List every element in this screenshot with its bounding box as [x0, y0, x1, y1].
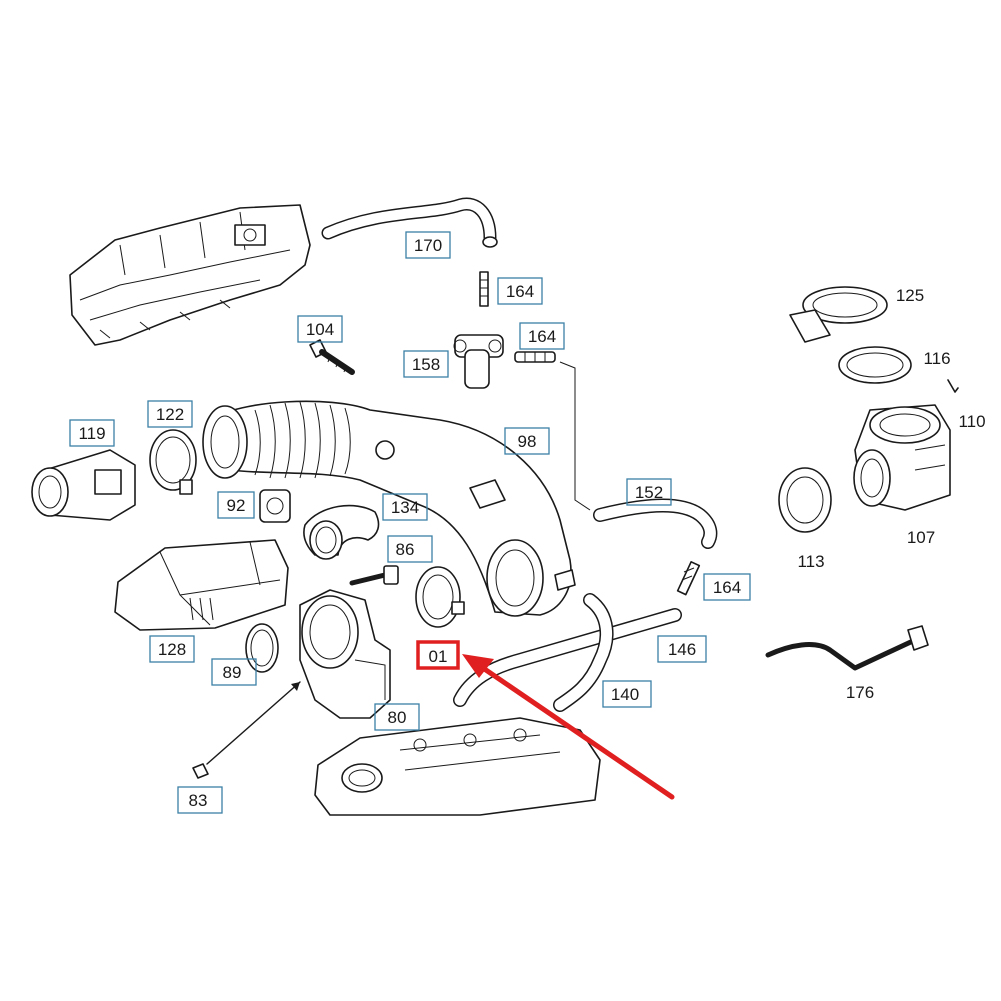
ring-113-drawing: [778, 467, 832, 533]
part-label-119: 119: [69, 419, 115, 447]
svg-text:89: 89: [223, 663, 242, 682]
part-label-176: 176: [846, 683, 874, 702]
part-label-110: 110: [958, 412, 985, 431]
clamp-01-drawing: [415, 566, 465, 628]
highlight-arrow: [462, 654, 675, 800]
part-label-158: 158: [403, 350, 449, 378]
hose-170-drawing: [321, 197, 498, 248]
part-label-164-right: 164: [703, 573, 751, 601]
svg-text:128: 128: [158, 640, 186, 659]
elbow-134-drawing: [303, 504, 380, 560]
svg-text:113: 113: [797, 552, 824, 571]
sensor-92-drawing: [259, 489, 291, 523]
gasket-89-drawing: [245, 623, 279, 673]
housing-107-drawing: [853, 404, 951, 511]
hose-140-drawing: [553, 593, 614, 712]
part-label-83: 83: [177, 786, 223, 814]
svg-text:125: 125: [896, 286, 924, 305]
clamp-122-drawing: [149, 429, 197, 495]
part-label-122: 122: [147, 400, 193, 428]
part-label-125: 125: [896, 286, 924, 305]
part-label-107: 107: [907, 528, 935, 547]
part-label-164-mid: 164: [519, 322, 565, 350]
svg-text:116: 116: [923, 349, 950, 368]
svg-text:140: 140: [611, 685, 639, 704]
bolt-86-drawing: [349, 565, 399, 586]
part-label-89: 89: [211, 658, 257, 686]
part-label-146: 146: [657, 635, 707, 663]
svg-text:01: 01: [429, 647, 448, 666]
clip-110-drawing: [947, 379, 959, 393]
clamp-125-drawing: [789, 286, 888, 343]
svg-text:80: 80: [388, 708, 407, 727]
sensor-119-drawing: [31, 449, 136, 521]
svg-text:83: 83: [189, 791, 208, 810]
part-label-140: 140: [602, 680, 652, 708]
part-label-92: 92: [217, 491, 255, 519]
part-label-116: 116: [923, 349, 950, 368]
part-label-164-top: 164: [497, 277, 543, 305]
svg-text:98: 98: [518, 432, 537, 451]
resonator-128-drawing: [114, 539, 289, 631]
svg-text:164: 164: [713, 578, 741, 597]
throttle-body-80-drawing: [299, 589, 391, 719]
part-label-86: 86: [387, 535, 433, 563]
fitting-164-right-drawing: [676, 561, 701, 596]
svg-text:110: 110: [958, 412, 985, 431]
engine-cover-drawing: [69, 204, 311, 346]
svg-text:104: 104: [306, 320, 334, 339]
svg-text:170: 170: [414, 236, 442, 255]
part-label-128: 128: [149, 635, 195, 663]
part-label-152: 152: [626, 478, 672, 506]
svg-text:86: 86: [396, 540, 415, 559]
svg-text:164: 164: [528, 327, 556, 346]
fitting-164-mid-drawing: [514, 351, 556, 363]
part-label-113: 113: [797, 552, 824, 571]
part-label-134: 134: [382, 493, 428, 521]
svg-text:122: 122: [156, 405, 184, 424]
svg-text:119: 119: [78, 424, 105, 443]
svg-text:107: 107: [907, 528, 935, 547]
svg-text:134: 134: [391, 498, 419, 517]
svg-text:146: 146: [668, 640, 696, 659]
part-label-104: 104: [297, 315, 343, 343]
ring-116-drawing: [838, 346, 912, 384]
svg-text:176: 176: [846, 683, 874, 702]
part-label-01-highlighted: 01: [416, 640, 460, 670]
part-label-80: 80: [374, 703, 420, 731]
fitting-164-top-drawing: [479, 271, 489, 307]
tee-158-drawing: [453, 334, 504, 389]
svg-text:92: 92: [227, 496, 246, 515]
svg-text:164: 164: [506, 282, 534, 301]
svg-text:158: 158: [412, 355, 440, 374]
svg-text:152: 152: [635, 483, 663, 502]
intake-manifold-drawing: [314, 717, 601, 816]
air-duct-98-drawing: [202, 400, 576, 617]
clip-83-drawing: [192, 681, 301, 779]
rod-176-drawing: [765, 625, 929, 671]
hose-152-drawing: [559, 361, 718, 549]
part-label-170: 170: [405, 231, 451, 259]
hose-146-drawing: [453, 608, 682, 707]
part-label-98: 98: [504, 427, 550, 455]
